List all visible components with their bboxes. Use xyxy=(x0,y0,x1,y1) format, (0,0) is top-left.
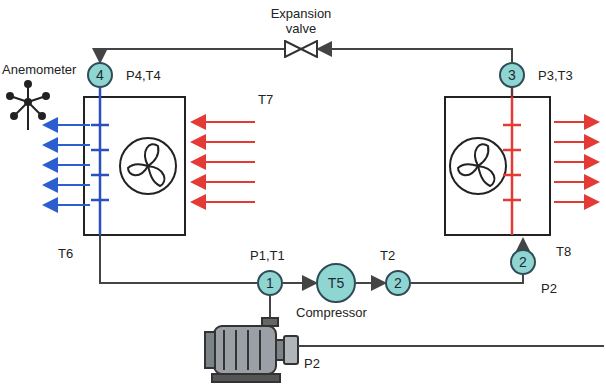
pipe xyxy=(100,87,523,322)
condenser-box xyxy=(445,97,550,235)
state-point-circle: 2 xyxy=(385,270,411,296)
evaporator-coil xyxy=(91,88,109,235)
variable-label: P3,T3 xyxy=(538,68,573,83)
variable-label: T2 xyxy=(380,248,395,263)
valve-symbol xyxy=(284,40,318,58)
variable-label: T6 xyxy=(58,246,73,261)
refrigerant-pipe xyxy=(283,282,316,284)
node-text: 3 xyxy=(508,67,516,83)
state-point-circle: 3 xyxy=(499,62,525,88)
state-point-circle: 2 xyxy=(510,249,536,275)
node-text: 1 xyxy=(266,275,274,291)
anemometer-icon xyxy=(7,81,49,130)
variable-label: P1,T1 xyxy=(250,248,285,263)
refrigerant-pipe xyxy=(100,49,284,62)
node-text: T5 xyxy=(328,275,344,291)
node-text: 4 xyxy=(96,67,104,83)
variable-label: T7 xyxy=(258,92,273,107)
fan xyxy=(120,138,176,194)
condenser-coil xyxy=(503,88,521,235)
cold-air-arrows xyxy=(44,125,90,205)
refrigerant-pipe xyxy=(356,282,385,284)
motor-icon xyxy=(205,318,604,382)
expansion-valve: Expansion valve xyxy=(265,6,337,58)
state-point-circle: 4 xyxy=(87,62,113,88)
refrigerant-pipe xyxy=(318,49,512,62)
warm-air-arrows xyxy=(192,122,255,202)
state-point-circle: 1 xyxy=(257,270,283,296)
variable-label: T8 xyxy=(556,244,571,259)
fan xyxy=(450,138,506,194)
refrigerant-pipe xyxy=(411,275,523,283)
variable-label: P4,T4 xyxy=(126,68,161,83)
variable-label: Anemometer xyxy=(2,62,76,77)
variable-label: Compressor xyxy=(296,305,367,320)
node-text: 2 xyxy=(394,275,402,291)
valve-label: Expansion valve xyxy=(265,6,337,36)
variable-label: P2 xyxy=(541,281,557,296)
node-text: 2 xyxy=(519,254,527,270)
compressor-circle: T5 xyxy=(316,263,356,303)
hot-air-arrows xyxy=(554,122,598,202)
variable-label: P2 xyxy=(304,356,320,371)
